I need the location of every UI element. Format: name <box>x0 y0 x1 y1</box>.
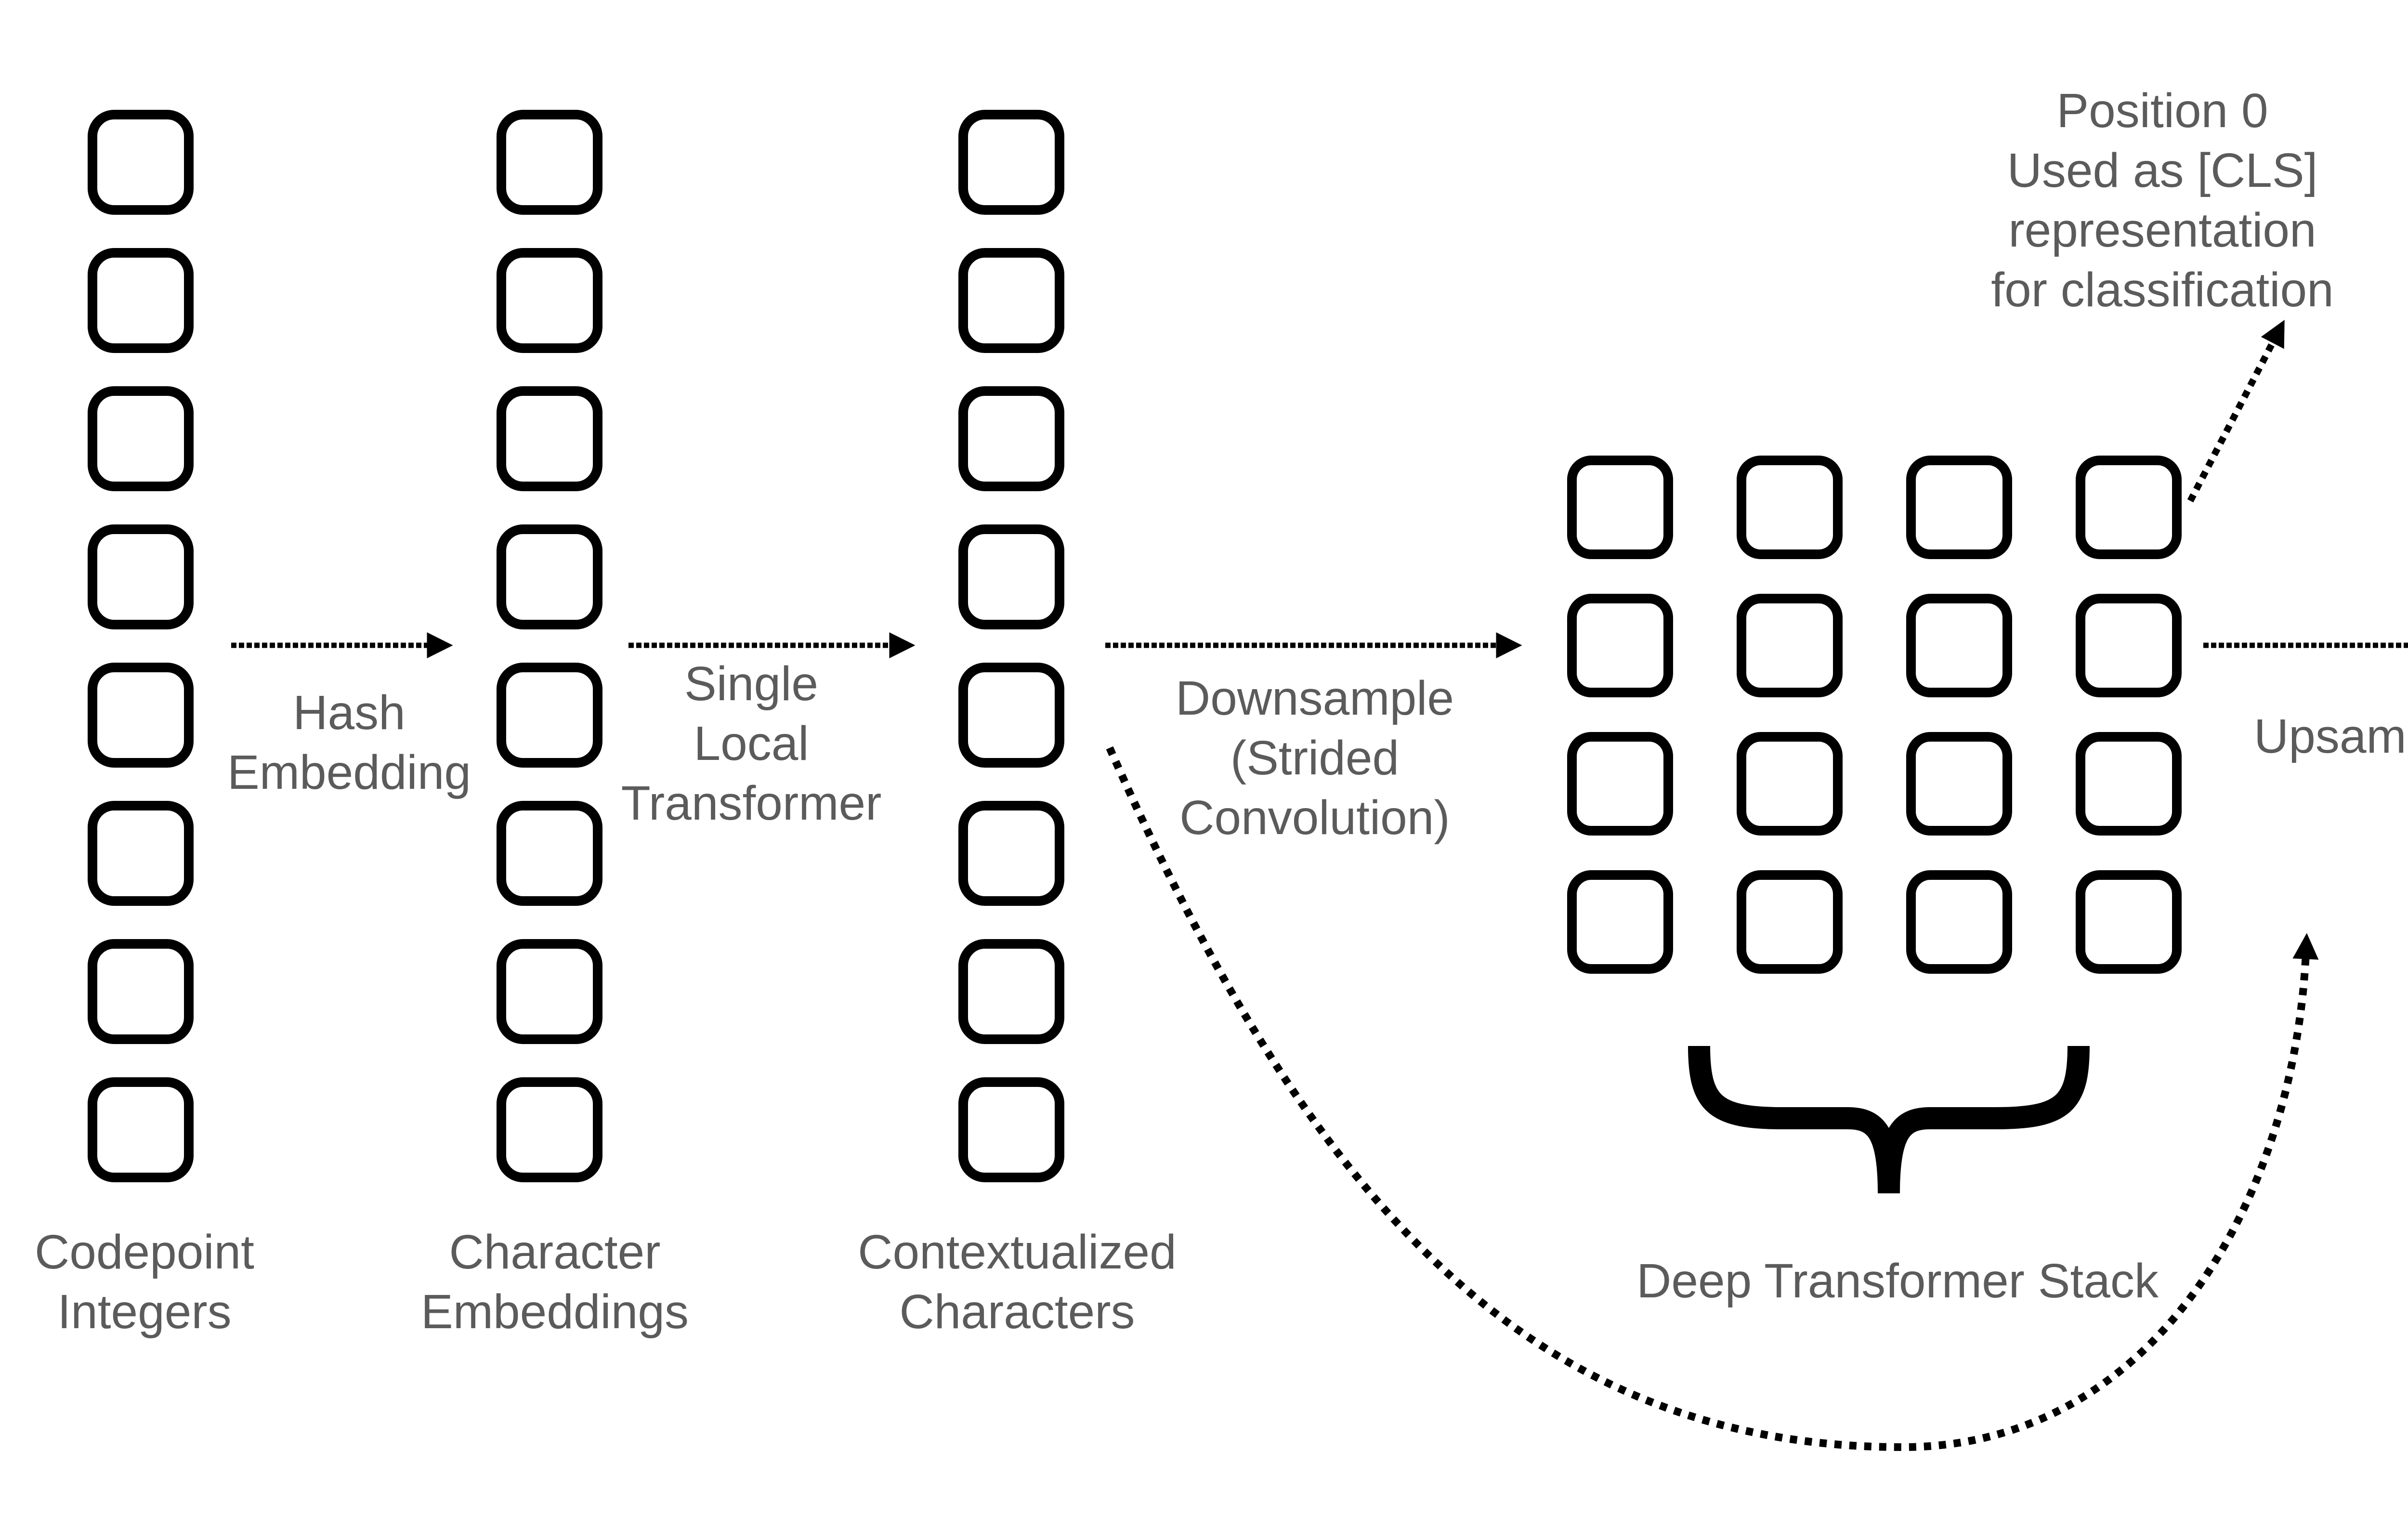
representation-cell <box>1906 732 2012 836</box>
character-embeddings-column <box>497 110 602 1182</box>
upsampling-label: Upsampling <box>2253 709 2408 763</box>
representation-cell <box>88 386 194 491</box>
representation-cell <box>1567 594 1673 697</box>
representation-cell <box>958 1077 1064 1182</box>
representation-cell <box>1906 456 2012 559</box>
representation-cell <box>88 248 194 353</box>
codepoint-integers-label: Codepoint Integers <box>35 1225 254 1339</box>
hash-embedding-label: Hash Embedding <box>227 686 471 799</box>
representation-cell <box>1567 732 1673 836</box>
representation-cell <box>1567 456 1673 559</box>
representation-cell <box>497 939 602 1044</box>
deep-stack-brace <box>1688 1045 2090 1194</box>
representation-cell <box>88 939 194 1044</box>
representation-cell <box>958 939 1064 1044</box>
contextualized-characters-column <box>958 110 1064 1182</box>
cls-position0-annotation: Position 0 Used as [CLS] representation … <box>1991 84 2334 317</box>
representation-cell <box>1906 870 2012 974</box>
representation-cell <box>1737 732 1843 836</box>
deep-transformer-stack-grid <box>1567 456 2182 974</box>
representation-cell <box>1737 594 1843 697</box>
representation-cell <box>1737 870 1843 974</box>
representation-cell <box>497 110 602 215</box>
contextualized-characters-label: Contextualized Characters <box>858 1225 1177 1339</box>
representation-cell <box>2076 732 2182 836</box>
representation-cell <box>88 110 194 215</box>
representation-cell <box>497 386 602 491</box>
representation-cell <box>497 248 602 353</box>
codepoint-integers-column <box>88 110 194 1182</box>
representation-cell <box>497 801 602 906</box>
representation-cell <box>88 663 194 768</box>
representation-cell <box>2076 594 2182 697</box>
single-local-transformer-label: Single Local Transformer <box>621 657 882 830</box>
representation-cell <box>958 801 1064 906</box>
representation-cell <box>1567 870 1673 974</box>
representation-cell <box>958 663 1064 768</box>
representation-cell <box>958 386 1064 491</box>
representation-cell <box>2076 870 2182 974</box>
character-embeddings-label: Character Embeddings <box>421 1225 689 1339</box>
representation-cell <box>497 663 602 768</box>
skip-connection-arrow <box>1106 746 2319 1451</box>
representation-cell <box>1737 456 1843 559</box>
representation-cell <box>958 524 1064 629</box>
representation-cell <box>88 524 194 629</box>
representation-cell <box>1906 594 2012 697</box>
representation-cell <box>497 524 602 629</box>
representation-cell <box>497 1077 602 1182</box>
representation-cell <box>88 801 194 906</box>
representation-cell <box>958 248 1064 353</box>
cls-position0-arrow <box>2187 320 2285 503</box>
representation-cell <box>958 110 1064 215</box>
representation-cell <box>2076 456 2182 559</box>
deep-transformer-stack-label: Deep Transformer Stack <box>1636 1254 2159 1308</box>
downsample-label: Downsample (Strided Convolution) <box>1175 671 1454 845</box>
representation-cell <box>88 1077 194 1182</box>
